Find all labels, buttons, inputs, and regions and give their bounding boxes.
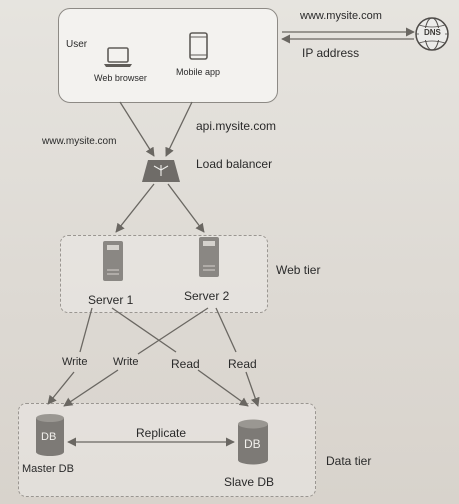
- user-to-lb-left-arrow: [119, 101, 155, 157]
- slave-db-icon: [238, 419, 268, 465]
- server2-write-line: [137, 307, 209, 355]
- master-db-label: Master DB: [22, 463, 74, 475]
- lb-right-request-label: api.mysite.com: [196, 119, 277, 133]
- laptop-icon: [104, 47, 132, 67]
- read-label-1: Read: [171, 357, 200, 371]
- dns-label: DNS: [424, 28, 441, 37]
- replicate-label: Replicate: [136, 426, 187, 440]
- slave-db-icon-text: DB: [244, 437, 261, 451]
- lb-to-server2-arrow: [167, 183, 205, 233]
- user-box: [58, 8, 278, 103]
- mobile-app-label: Mobile app: [176, 67, 221, 77]
- web-browser-label: Web browser: [94, 73, 147, 83]
- server1-label: Server 1: [88, 293, 134, 307]
- mobile-phone-icon: [189, 32, 208, 60]
- server1-write-arrow: [47, 371, 75, 405]
- server2-read-line: [215, 307, 237, 353]
- server2-label: Server 2: [184, 289, 230, 303]
- server2-write-arrow: [63, 369, 119, 407]
- read-label-2: Read: [228, 357, 257, 371]
- user-to-lb-right-arrow: [165, 101, 193, 157]
- write-label-2: Write: [113, 356, 139, 368]
- data-tier-label: Data tier: [326, 454, 372, 468]
- server1-read-arrow: [197, 369, 249, 407]
- user-box-title: User: [66, 39, 88, 50]
- server2-read-arrow: [245, 371, 260, 407]
- lb-left-request-label: www.mysite.com: [42, 136, 117, 147]
- web-tier-label: Web tier: [276, 263, 321, 277]
- load-balancer-label: Load balancer: [196, 157, 273, 171]
- dns-globe-icon: [415, 17, 449, 51]
- server2-icon: [199, 237, 219, 277]
- write-label-1: Write: [62, 356, 88, 368]
- server1-write-line: [79, 307, 93, 353]
- dns-request-label: www.mysite.com: [300, 10, 382, 22]
- master-db-icon-text: DB: [41, 431, 57, 443]
- slave-db-label: Slave DB: [224, 475, 275, 489]
- server1-icon: [103, 241, 123, 281]
- load-balancer-icon: [142, 160, 180, 182]
- master-db-icon: [36, 414, 64, 456]
- web-tier-box: [60, 235, 268, 313]
- lb-to-server1-arrow: [115, 183, 155, 233]
- server1-read-line: [111, 307, 177, 353]
- dns-response-label: IP address: [302, 46, 360, 60]
